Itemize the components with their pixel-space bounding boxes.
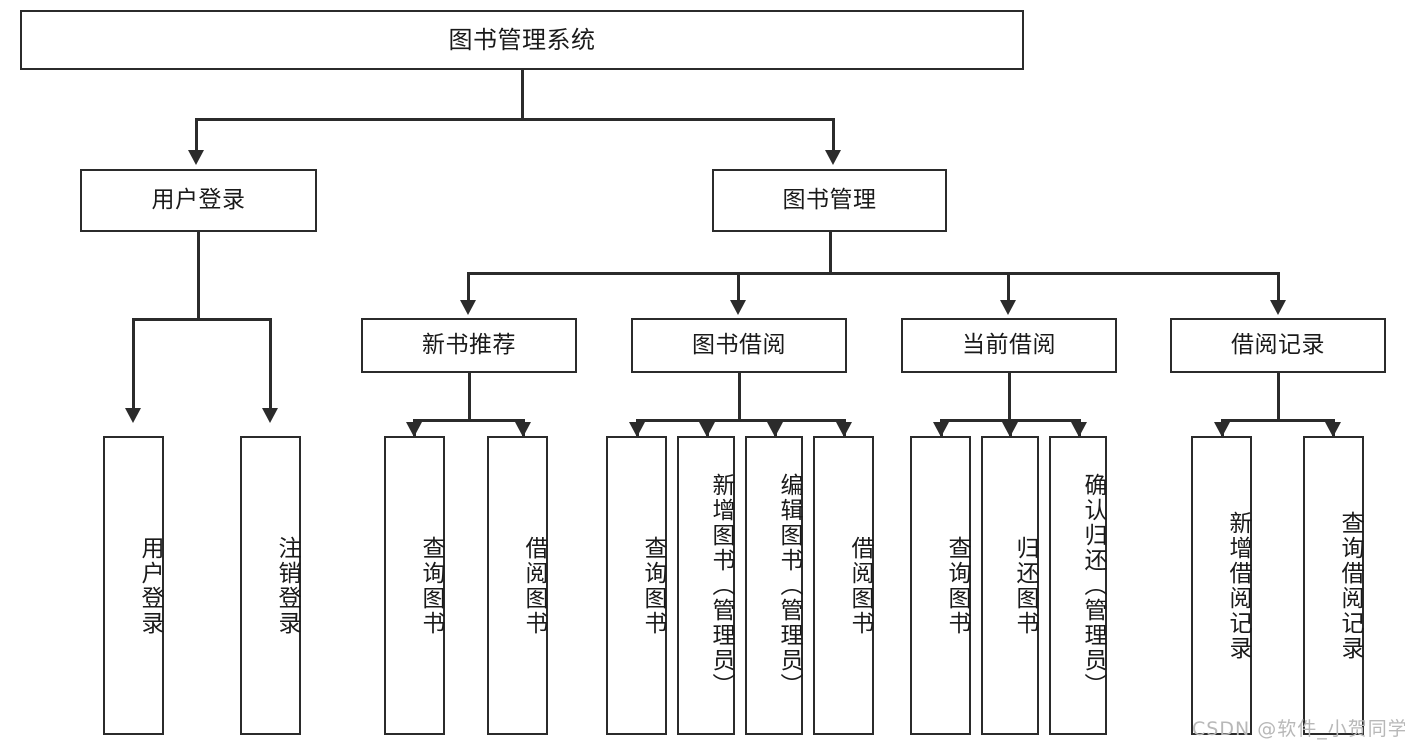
arrow-leaf-edit-book-icon: [767, 422, 783, 437]
leaf-query-book-3-label: 查询图书: [944, 535, 970, 636]
arrow-leaf-query-book-1-icon: [406, 422, 422, 437]
node-leaf-logout-login[interactable]: 注销登录: [240, 436, 301, 735]
connector-user-login-down: [197, 232, 200, 320]
node-leaf-query-record[interactable]: 查询借阅记录: [1303, 436, 1364, 735]
arrow-leaf-add-record-icon: [1214, 422, 1230, 437]
connector-to-book-borrow: [737, 272, 740, 300]
leaf-confirm-return-label: 确认归还（管理员）: [1080, 473, 1106, 698]
arrow-leaf-user-login-icon: [125, 408, 141, 423]
arrow-leaf-return-book-icon: [1002, 422, 1018, 437]
arrow-leaf-confirm-return-icon: [1071, 422, 1087, 437]
arrow-leaf-query-book-2-icon: [629, 422, 645, 437]
arrow-to-book-borrow-icon: [730, 300, 746, 315]
leaf-edit-book-label: 编辑图书（管理员）: [776, 473, 802, 698]
connector-to-current-borrow: [1007, 272, 1010, 300]
connector-to-new-book-recommend: [467, 272, 470, 300]
node-new-book-recommend[interactable]: 新书推荐: [361, 318, 577, 373]
leaf-query-book-1-label: 查询图书: [418, 535, 444, 636]
leaf-query-book-2-label: 查询图书: [640, 535, 666, 636]
node-leaf-query-book-1[interactable]: 查询图书: [384, 436, 445, 735]
node-book-borrow[interactable]: 图书借阅: [631, 318, 847, 373]
arrow-to-new-book-recommend-icon: [460, 300, 476, 315]
node-leaf-user-login[interactable]: 用户登录: [103, 436, 164, 735]
node-leaf-confirm-return[interactable]: 确认归还（管理员）: [1049, 436, 1107, 735]
node-book-management[interactable]: 图书管理: [712, 169, 947, 232]
arrow-leaf-logout-login-icon: [262, 408, 278, 423]
connector-borrow-record-down: [1277, 373, 1280, 421]
node-borrow-record[interactable]: 借阅记录: [1170, 318, 1386, 373]
arrow-to-user-login-icon: [188, 150, 204, 165]
leaf-add-book-label: 新增图书（管理员）: [708, 473, 734, 698]
node-root-system[interactable]: 图书管理系统: [20, 10, 1024, 70]
leaf-add-record-label: 新增借阅记录: [1225, 510, 1251, 661]
arrow-leaf-query-book-3-icon: [933, 422, 949, 437]
connector-book-borrow-down: [738, 373, 741, 421]
connector-user-login-left: [132, 318, 135, 408]
arrow-leaf-borrow-book-2-icon: [836, 422, 852, 437]
arrow-leaf-query-record-icon: [1325, 422, 1341, 437]
node-leaf-borrow-book-2[interactable]: 借阅图书: [813, 436, 874, 735]
node-leaf-edit-book[interactable]: 编辑图书（管理员）: [745, 436, 803, 735]
arrow-to-book-management-icon: [825, 150, 841, 165]
node-current-borrow[interactable]: 当前借阅: [901, 318, 1117, 373]
connector-user-login-bus: [133, 318, 271, 321]
connector-current-borrow-down: [1008, 373, 1011, 421]
node-leaf-borrow-book-1[interactable]: 借阅图书: [487, 436, 548, 735]
connector-root-bus: [196, 118, 834, 121]
connector-to-book-management: [832, 118, 835, 150]
node-leaf-add-book[interactable]: 新增图书（管理员）: [677, 436, 735, 735]
arrow-to-current-borrow-icon: [1000, 300, 1016, 315]
connector-borrow-record-bus: [1222, 419, 1334, 422]
connector-to-user-login: [195, 118, 198, 150]
connector-to-borrow-record: [1277, 272, 1280, 300]
connector-user-login-right: [269, 318, 272, 408]
leaf-user-login-label: 用户登录: [137, 535, 163, 636]
node-leaf-query-book-3[interactable]: 查询图书: [910, 436, 971, 735]
node-leaf-return-book[interactable]: 归还图书: [981, 436, 1039, 735]
leaf-logout-login-label: 注销登录: [274, 535, 300, 636]
connector-new-book-down: [468, 373, 471, 421]
node-leaf-add-record[interactable]: 新增借阅记录: [1191, 436, 1252, 735]
watermark-text: CSDN @软件_小贺同学: [1192, 718, 1405, 740]
connector-book-management-bus: [468, 272, 1279, 275]
leaf-return-book-label: 归还图书: [1012, 535, 1038, 636]
arrow-to-borrow-record-icon: [1270, 300, 1286, 315]
node-user-login[interactable]: 用户登录: [80, 169, 317, 232]
connector-book-borrow-bus: [637, 419, 845, 422]
leaf-borrow-book-2-label: 借阅图书: [847, 535, 873, 636]
connector-root-down: [521, 70, 524, 120]
arrow-leaf-add-book-icon: [699, 422, 715, 437]
leaf-borrow-book-1-label: 借阅图书: [521, 535, 547, 636]
leaf-query-record-label: 查询借阅记录: [1337, 510, 1363, 661]
connector-new-book-bus: [414, 419, 524, 422]
arrow-leaf-borrow-book-1-icon: [515, 422, 531, 437]
connector-book-management-down: [829, 232, 832, 274]
node-leaf-query-book-2[interactable]: 查询图书: [606, 436, 667, 735]
